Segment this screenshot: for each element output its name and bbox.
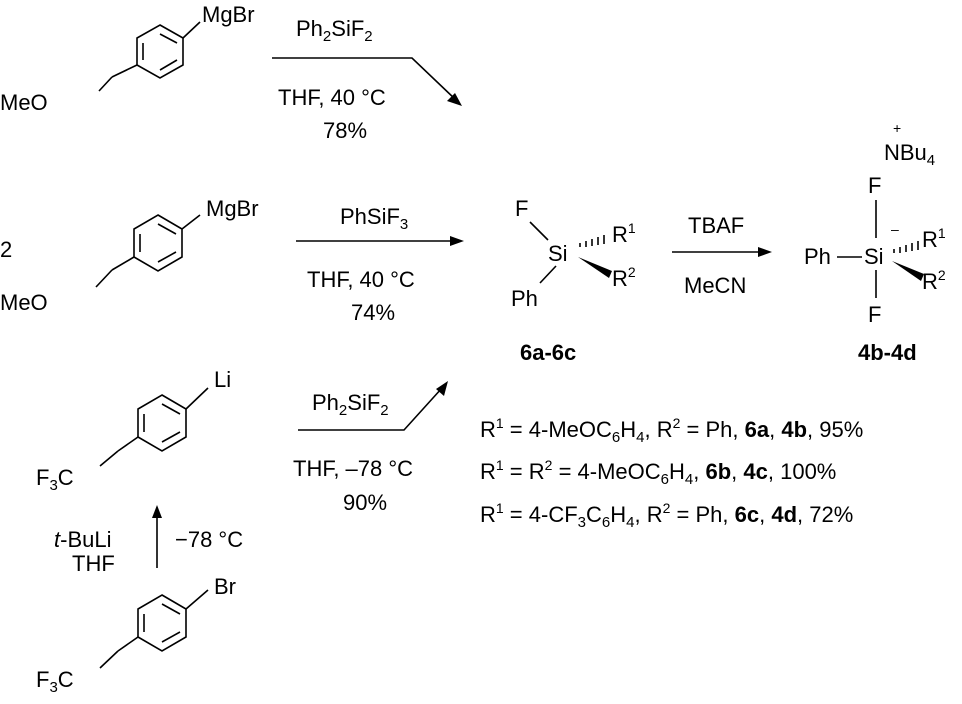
aryllithium: Li F3C <box>36 367 231 494</box>
arrow-head <box>152 505 162 518</box>
substituent-r1: R1 <box>922 225 946 252</box>
benzene-ring <box>137 394 187 452</box>
ring-double-bond <box>161 403 181 415</box>
ring-double-bond <box>159 33 178 44</box>
metal-group-label: MgBr <box>206 196 259 221</box>
legend-line-2: R1 = R2 = 4-MeOC6H4, 6b, 4c, 100% <box>480 457 836 488</box>
metal-group-label: MgBr <box>202 2 255 27</box>
fluorine-atom-bottom: F <box>868 302 881 327</box>
substituent-r2: R2 <box>612 264 636 291</box>
c-cf3-bond <box>117 636 139 652</box>
legend-line-1: R1 = 4-MeOC6H4, R2 = Ph, 6a, 4b, 95% <box>480 415 863 446</box>
si-ph-bond <box>539 265 557 284</box>
bromoarene: Br F3C <box>36 574 236 696</box>
metal-group-label: Li <box>214 367 231 392</box>
ring-double-bond <box>161 631 181 643</box>
reaction-arrow-middle: PhSiF3 THF, 40 °C 74% <box>296 204 464 325</box>
ring-double-bond <box>159 59 178 71</box>
lithiation-step: t-BuLi THF −78 °C <box>54 505 243 576</box>
cf3-bond <box>99 650 119 669</box>
solvent-label: MeCN <box>684 273 746 298</box>
silicate-structure: + NBu4 F – Ph Si F R1 R2 4b-4d <box>804 120 946 365</box>
c-li-bond <box>185 387 209 410</box>
lithiation-temperature: −78 °C <box>175 527 243 552</box>
ring-double-bond <box>161 603 181 615</box>
aryl-grignard-top: MgBr MeO <box>0 2 255 115</box>
c-o-bond <box>111 256 135 271</box>
silicon-atom: Si <box>864 244 884 269</box>
substituent-label: F3C <box>36 667 74 696</box>
c-mg-bond <box>182 21 201 39</box>
reaction-arrow-fluorination: TBAF MeCN <box>672 213 772 298</box>
reaction-arrow-line <box>298 387 443 431</box>
hashed-bond <box>893 241 919 253</box>
wedge-bond <box>892 261 924 281</box>
arrow-head <box>436 381 448 396</box>
reaction-arrow-top: Ph2SiF2 THF, 40 °C 78% <box>272 16 462 143</box>
stoichiometry-coefficient: 2 <box>0 237 12 262</box>
silicon-atom: Si <box>548 241 568 266</box>
silane-structure: F Si Ph R1 R2 6a-6c <box>511 196 636 365</box>
benzene-ring <box>136 24 184 79</box>
c-cf3-bond <box>117 436 139 452</box>
ring-double-bond <box>161 431 181 443</box>
c-o-bond <box>111 64 138 78</box>
arrow-head <box>450 236 464 246</box>
substituent-r1: R1 <box>612 220 636 247</box>
halogen-label: Br <box>214 574 236 599</box>
phenyl-label: Ph <box>804 244 831 269</box>
yield-label: 74% <box>351 300 395 325</box>
ring-double-bond <box>157 251 177 263</box>
o-me-bond <box>98 76 113 92</box>
aryl-grignard-middle: 2 MgBr MeO <box>0 196 259 315</box>
legend-line-3: R1 = 4-CF3C6H4, R2 = Ph, 6c, 4d, 72% <box>480 500 853 531</box>
conditions-label: THF, 40 °C <box>278 85 386 110</box>
si-f-bond <box>529 221 549 241</box>
benzene-ring <box>133 214 183 272</box>
substituent-label: MeO <box>0 90 48 115</box>
reaction-arrow-lower: Ph2SiF2 THF, –78 °C 90% <box>293 381 448 515</box>
c-mg-bond <box>181 214 201 230</box>
benzene-ring <box>137 594 187 652</box>
ring-double-bond <box>157 223 177 235</box>
anion-charge: – <box>891 221 899 237</box>
cf3-bond <box>99 450 119 467</box>
reagent-label: TBAF <box>688 213 744 238</box>
compound-label: 6a-6c <box>520 340 576 365</box>
wedge-bond <box>578 257 612 278</box>
conditions-label: THF, –78 °C <box>293 456 413 481</box>
compound-label: 4b-4d <box>858 340 917 365</box>
c-br-bond <box>185 589 209 610</box>
lithiation-reagent: t-BuLi <box>54 527 111 552</box>
o-me-bond <box>95 269 113 288</box>
yield-label: 78% <box>323 118 367 143</box>
reaction-arrow-line <box>272 57 457 101</box>
cation-charge: + <box>893 120 901 136</box>
reagent-label: Ph2SiF2 <box>296 16 373 45</box>
substituent-r2: R2 <box>922 267 946 294</box>
fluorine-atom-top: F <box>868 173 881 198</box>
substituent-legend: R1 = 4-MeOC6H4, R2 = Ph, 6a, 4b, 95% R1 … <box>480 415 863 531</box>
phenyl-label: Ph <box>511 286 538 311</box>
conditions-label: THF, 40 °C <box>307 267 415 292</box>
reagent-label: PhSiF3 <box>340 204 408 233</box>
substituent-label: F3C <box>36 465 74 494</box>
yield-label: 90% <box>343 490 387 515</box>
reagent-label: Ph2SiF2 <box>312 390 389 419</box>
hashed-bond <box>579 235 605 247</box>
arrow-head <box>758 247 772 257</box>
fluorine-atom: F <box>515 196 528 221</box>
arrow-head <box>447 93 462 106</box>
lithiation-solvent: THF <box>72 551 115 576</box>
substituent-label: MeO <box>0 290 48 315</box>
cation-label: NBu4 <box>884 140 935 169</box>
